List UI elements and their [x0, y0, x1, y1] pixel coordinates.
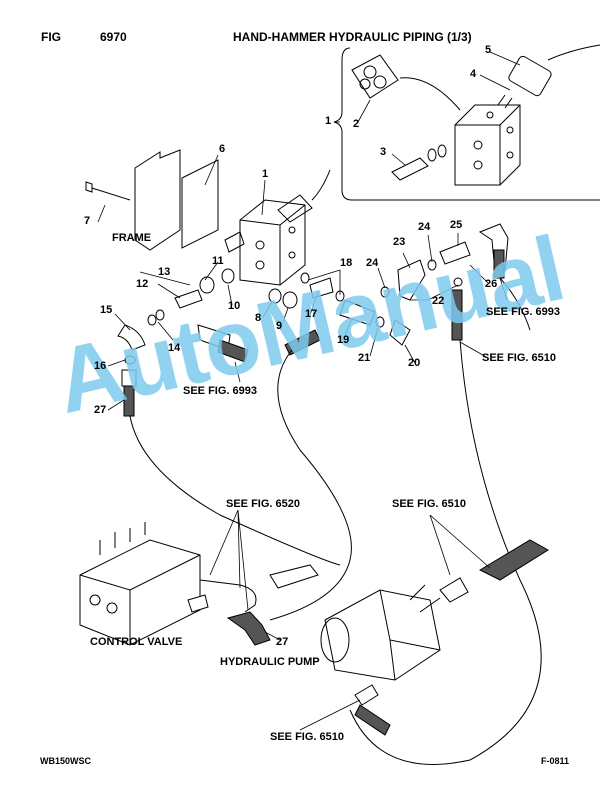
callout-3: 3	[380, 146, 387, 158]
callout-17: 17	[305, 308, 318, 320]
callout-15: 15	[100, 304, 113, 316]
footer-model: WB150WSC	[40, 756, 92, 766]
ref-fig-6510-a: SEE FIG. 6510	[482, 352, 556, 364]
callout-27-left: 27	[94, 404, 107, 416]
callout-11: 11	[212, 255, 224, 267]
callout-8: 8	[255, 312, 262, 324]
main-valve-block	[224, 169, 331, 286]
callout-24-left: 24	[366, 257, 379, 269]
callout-2: 2	[353, 118, 360, 130]
ref-fig-6993-b: SEE FIG. 6993	[486, 306, 560, 318]
pump-fittings	[354, 539, 549, 736]
fittings-left	[117, 223, 509, 417]
callout-20: 20	[408, 357, 421, 369]
callout-23: 23	[393, 236, 406, 248]
inset-solenoid	[497, 44, 601, 109]
ref-fig-6993-a: SEE FIG. 6993	[183, 385, 257, 397]
callout-7: 7	[84, 215, 91, 227]
hose-27-left	[129, 415, 341, 566]
callout-6: 6	[219, 143, 226, 155]
callout-22: 22	[432, 295, 445, 307]
callout-24-right: 24	[418, 221, 431, 233]
callout-26: 26	[485, 278, 498, 290]
footer-code: F-0811	[541, 756, 570, 766]
control-valve-body	[79, 522, 201, 646]
page-title: HAND-HAMMER HYDRAULIC PIPING (1/3)	[233, 30, 472, 44]
frame-plate	[134, 149, 181, 251]
label-frame: FRAME	[112, 232, 152, 244]
callout-12: 12	[136, 278, 149, 290]
callout-19: 19	[337, 334, 350, 346]
ref-fig-6510-c: SEE FIG. 6510	[270, 731, 344, 743]
callout-18: 18	[340, 257, 353, 269]
callout-14: 14	[168, 342, 181, 354]
fig-number: 6970	[100, 30, 127, 44]
inset-plug	[391, 144, 447, 181]
inset-seal-kit	[351, 54, 461, 111]
callout-1-main: 1	[262, 168, 269, 180]
ref-fig-6520: SEE FIG. 6520	[226, 498, 300, 510]
hydraulic-pump-body	[320, 584, 441, 681]
hose-from-22	[349, 339, 542, 765]
control-valve-hoses	[187, 564, 319, 646]
bolt-7	[85, 181, 131, 201]
callout-1-inset: 1	[325, 115, 332, 127]
callout-21: 21	[358, 352, 371, 364]
callout-27-pump: 27	[276, 636, 289, 648]
hose-from-26	[499, 277, 531, 331]
callout-13: 13	[158, 266, 171, 278]
leader-lines	[97, 51, 521, 731]
label-control-valve: CONTROL VALVE	[90, 636, 183, 648]
fig-label: FIG	[41, 30, 61, 44]
hose-from-19	[269, 349, 352, 621]
plate-6	[181, 159, 219, 249]
ref-fig-6510-b: SEE FIG. 6510	[392, 498, 466, 510]
callout-16: 16	[94, 360, 107, 372]
callout-10: 10	[228, 300, 241, 312]
inset-valve-block	[454, 104, 521, 186]
label-hydraulic-pump: HYDRAULIC PUMP	[220, 656, 320, 668]
callout-5: 5	[485, 44, 492, 56]
callout-4: 4	[470, 68, 477, 80]
callout-9: 9	[276, 320, 283, 332]
callout-25: 25	[450, 219, 463, 231]
